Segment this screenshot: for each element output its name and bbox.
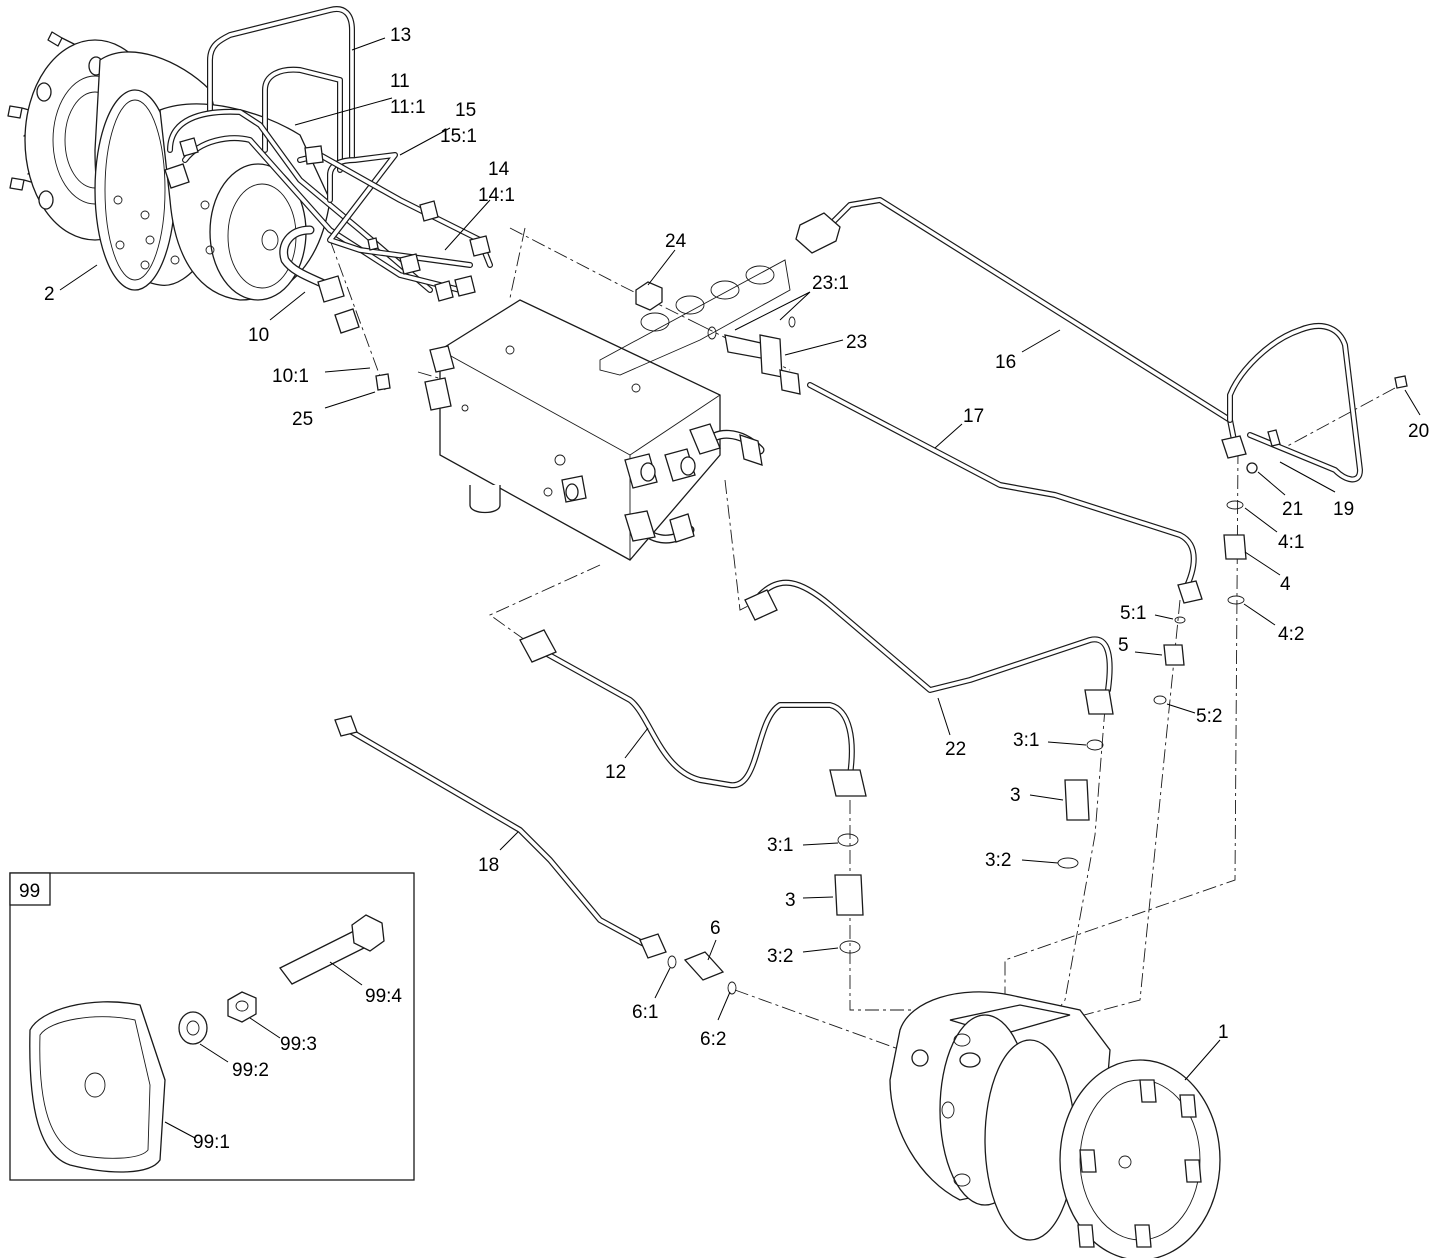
callout-99-4: 99:4	[329, 961, 402, 1007]
callout-4: 4	[1244, 551, 1291, 595]
callout-label-3b: 3	[785, 890, 796, 911]
callout-25: 25	[292, 391, 376, 430]
callout-label-5-2: 5:2	[1196, 706, 1222, 727]
callout-label-3-1a: 3:1	[1013, 730, 1039, 751]
callout-label-6-1: 6:1	[632, 1002, 658, 1023]
callout-6-1: 6:1	[632, 967, 671, 1023]
callout-label-14: 14	[488, 159, 510, 180]
callout-label-14-1: 14:1	[478, 185, 515, 206]
tube-18	[334, 715, 737, 995]
callout-23-1: 23:1	[734, 273, 849, 331]
callout-3-2b: 3:2	[767, 946, 839, 967]
callout-label-5: 5	[1118, 635, 1129, 656]
callout-label-25: 25	[292, 409, 313, 430]
callout-3b: 3	[785, 890, 834, 911]
callouts: 13 11 11:1 15 15:1 14 14:1 24 23:1 23 16…	[19, 25, 1429, 1153]
callout-label-3-2a: 3:2	[985, 850, 1011, 871]
callout-99-3: 99:3	[249, 1017, 317, 1055]
callout-18: 18	[478, 831, 519, 876]
callout-5-1: 5:1	[1120, 603, 1174, 624]
callout-4-2: 4:2	[1243, 603, 1304, 645]
callout-label-13: 13	[390, 25, 411, 46]
callout-label-6-2: 6:2	[700, 1029, 726, 1050]
callout-label-99-1: 99:1	[193, 1132, 230, 1153]
callout-label-6: 6	[710, 918, 721, 939]
callout-3a: 3	[1010, 785, 1064, 806]
callout-19: 19	[1279, 461, 1354, 520]
callout-5: 5	[1118, 635, 1163, 656]
upper-motor-tubes	[164, 6, 493, 391]
valve-block	[424, 299, 765, 561]
callout-label-19: 19	[1333, 499, 1354, 520]
callout-12: 12	[605, 727, 649, 783]
callout-2: 2	[44, 264, 98, 305]
callout-6: 6	[707, 918, 721, 961]
upper-wheel-motor	[7, 31, 331, 301]
callout-23: 23	[784, 332, 867, 356]
callout-label-11-1: 11:1	[390, 97, 426, 118]
callout-label-12: 12	[605, 762, 626, 783]
callout-label-20: 20	[1408, 421, 1429, 442]
callout-label-18: 18	[478, 855, 499, 876]
callout-label-99-2: 99:2	[232, 1060, 269, 1081]
callout-label-10: 10	[248, 325, 269, 346]
callout-24: 24	[647, 231, 687, 286]
tube-22	[744, 579, 1114, 715]
callout-label-23: 23	[846, 332, 867, 353]
callout-label-4: 4	[1280, 574, 1291, 595]
callout-20: 20	[1404, 389, 1429, 442]
lower-wheel-motor	[889, 991, 1221, 1258]
callout-label-22: 22	[945, 739, 966, 760]
callout-label-99-3: 99:3	[280, 1034, 317, 1055]
callout-label-21: 21	[1282, 499, 1303, 520]
callout-label-3-2b: 3:2	[767, 946, 793, 967]
callout-label-5-1: 5:1	[1120, 603, 1146, 624]
callout-11-1: 11:1	[390, 97, 426, 118]
callout-label-2: 2	[44, 284, 55, 305]
callout-16: 16	[995, 329, 1061, 373]
callout-15-1: 15:1	[440, 126, 477, 147]
port-fittings	[834, 500, 1247, 954]
callout-13: 13	[351, 25, 411, 51]
callout-label-17: 17	[963, 406, 984, 427]
callout-label-15-1: 15:1	[440, 126, 477, 147]
callout-label-1: 1	[1218, 1022, 1229, 1043]
callout-label-4-1: 4:1	[1278, 532, 1304, 553]
callout-99-2: 99:2	[199, 1043, 269, 1081]
tube-12	[519, 629, 867, 797]
callout-3-2a: 3:2	[985, 850, 1059, 871]
callout-label-4-2: 4:2	[1278, 624, 1304, 645]
callout-4-1: 4:1	[1244, 507, 1304, 553]
callout-label-11: 11	[390, 71, 410, 92]
callout-6-2: 6:2	[700, 991, 731, 1050]
callout-3-1a: 3:1	[1013, 730, 1087, 751]
callout-15: 15	[399, 100, 476, 156]
callout-label-99-4: 99:4	[365, 986, 402, 1007]
callout-10: 10	[248, 291, 306, 346]
gasket-and-tee	[599, 259, 801, 395]
inset-label: 99	[19, 881, 40, 902]
callout-label-24: 24	[665, 231, 687, 252]
callout-11: 11	[294, 71, 410, 126]
callout-10-1: 10:1	[272, 366, 371, 387]
callout-17: 17	[934, 406, 984, 449]
tube-16	[795, 197, 1408, 483]
inset-99	[9, 872, 415, 1181]
callout-label-3-1b: 3:1	[767, 835, 793, 856]
callout-99-1: 99:1	[164, 1121, 230, 1153]
callout-label-23-1: 23:1	[812, 273, 849, 294]
callout-3-1b: 3:1	[767, 835, 839, 856]
callout-label-16: 16	[995, 352, 1016, 373]
callout-1: 1	[1184, 1022, 1229, 1081]
callout-22: 22	[937, 697, 966, 760]
callout-21: 21	[1257, 471, 1303, 520]
callout-5-2: 5:2	[1166, 703, 1222, 727]
tube-17	[807, 382, 1203, 604]
callout-14: 14	[444, 159, 510, 251]
callout-label-3a: 3	[1010, 785, 1021, 806]
callout-label-15: 15	[455, 100, 476, 121]
callout-14-1: 14:1	[478, 185, 515, 206]
callout-label-10-1: 10:1	[272, 366, 309, 387]
